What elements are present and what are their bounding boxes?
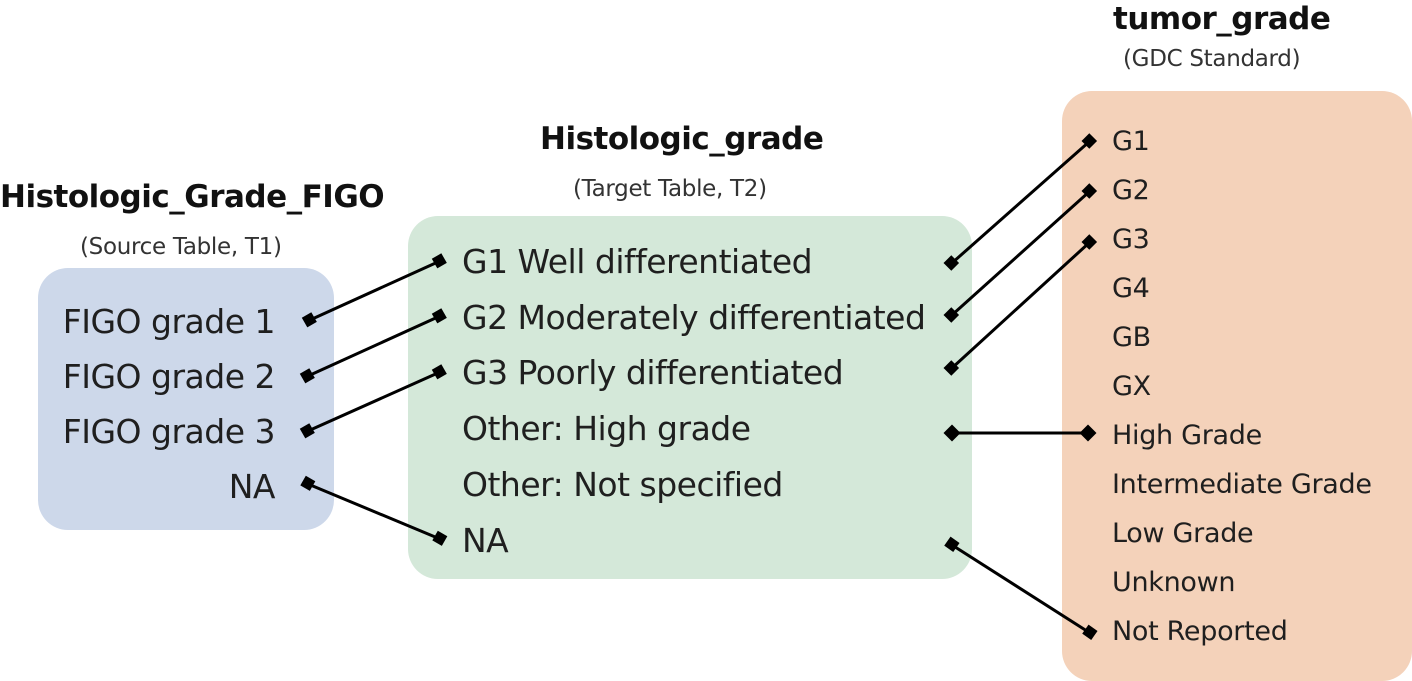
connector-figo1-to-g1 <box>301 253 447 328</box>
target-value-g3: G3 Poorly differentiated <box>462 353 844 392</box>
source-value-na: NA <box>228 467 276 506</box>
target-value-other-not-specified: Other: Not specified <box>462 465 783 504</box>
standard-value-unknown: Unknown <box>1112 567 1236 598</box>
standard-value-g3: G3 <box>1112 224 1150 255</box>
standard-value-g4: G4 <box>1112 273 1150 304</box>
source-value-figo-grade-2: FIGO grade 2 <box>62 357 276 396</box>
standard-value-gb: GB <box>1112 322 1151 353</box>
connector-figo2-to-g2 <box>299 308 447 384</box>
standard-title: tumor_grade <box>1113 1 1331 37</box>
standard-subtitle: (GDC Standard) <box>1123 46 1301 72</box>
standard-value-low-grade: Low Grade <box>1112 518 1254 549</box>
connector-figo3-to-g3 <box>299 364 447 439</box>
target-table-box <box>408 216 972 579</box>
target-table-title: Histologic_grade <box>540 121 824 157</box>
standard-value-not-reported: Not Reported <box>1112 616 1288 647</box>
standard-value-gx: GX <box>1112 371 1151 402</box>
standard-box <box>1062 91 1412 681</box>
target-value-other-high-grade: Other: High grade <box>462 409 751 448</box>
target-value-g1: G1 Well differentiated <box>462 242 813 281</box>
connector-g1-to-g1 <box>943 133 1098 271</box>
connector-high-grade-to-high-grade <box>943 424 1097 442</box>
standard-value-high-grade: High Grade <box>1112 420 1262 451</box>
source-table-box <box>38 268 334 530</box>
standard-value-g1: G1 <box>1112 126 1150 157</box>
standard-value-intermediate-grade: Intermediate Grade <box>1112 469 1372 500</box>
source-value-figo-grade-1: FIGO grade 1 <box>62 302 276 341</box>
source-table-subtitle: (Source Table, T1) <box>80 234 282 260</box>
source-value-figo-grade-3: FIGO grade 3 <box>62 412 276 451</box>
connector-na-to-na <box>300 475 448 546</box>
target-value-g2: G2 Moderately differentiated <box>462 298 926 337</box>
target-value-na: NA <box>462 521 509 560</box>
standard-value-g2: G2 <box>1112 175 1150 206</box>
source-table-title: Histologic_Grade_FIGO <box>0 179 385 215</box>
target-table-subtitle: (Target Table, T2) <box>573 176 767 202</box>
connector-na-to-not-reported <box>944 536 1098 640</box>
